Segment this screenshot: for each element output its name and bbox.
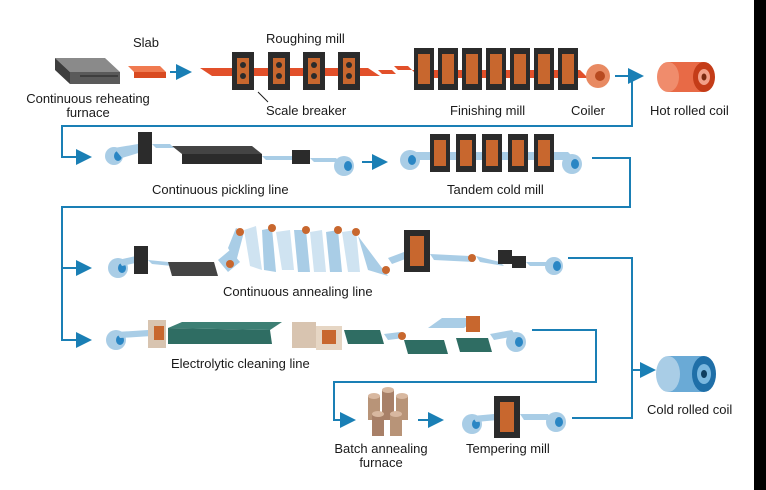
tempering-mill-label: Tempering mill [466,441,550,456]
finishing-mill-label: Finishing mill [450,103,526,118]
pickling-line [105,132,354,176]
slab-label: Slab [133,35,160,50]
right-edge-border [754,0,766,490]
slab [128,66,166,78]
pickling-line-label: Continuous pickling line [152,182,289,197]
reheating-furnace-label-line1: Continuous reheating [26,91,150,106]
tempering-mill [462,396,566,438]
hot-rolled-coil [657,62,715,92]
batch-annealing-furnace [368,387,408,436]
batch-annealing-label-line1: Batch annealing [334,441,428,456]
finishing-mill [412,48,588,90]
cold-rolled-coil [656,356,716,392]
coiler-label: Coiler [571,103,605,118]
annealing-line-label: Continuous annealing line [223,284,373,299]
cleaning-line-label: Electrolytic cleaning line [171,356,310,371]
scale-breaker-label: Scale breaker [266,103,347,118]
annealing-line [108,224,563,278]
cleaning-line [106,316,526,354]
roughing-mill [232,52,360,90]
reheating-furnace-label-line2: furnace [66,105,110,120]
roughing-mill-label: Roughing mill [266,31,345,46]
hot-rolled-coil-label: Hot rolled coil [650,103,729,118]
batch-annealing-label-line2: furnace [359,455,403,470]
reheating-furnace [55,58,120,84]
transfer-bars [378,66,412,74]
cold-rolled-coil-label: Cold rolled coil [647,402,733,417]
tandem-cold-mill-label: Tandem cold mill [447,182,544,197]
coiler [586,64,610,88]
tandem-cold-mill [400,134,582,174]
